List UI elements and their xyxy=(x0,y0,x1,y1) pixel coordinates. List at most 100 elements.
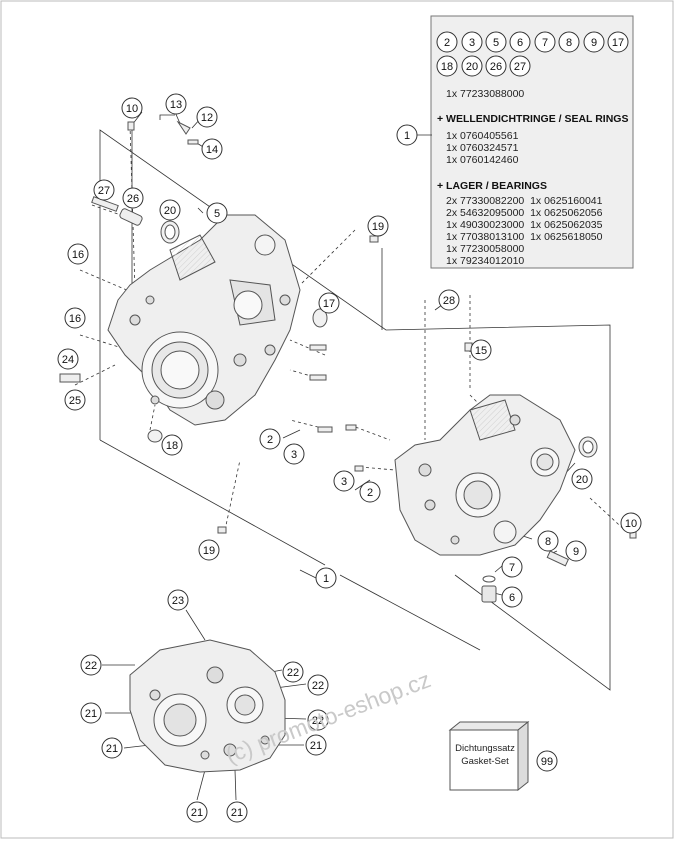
legend-kit-ref: 8 xyxy=(558,31,580,53)
callout-number: 20 xyxy=(576,474,588,486)
callout-circle xyxy=(283,443,305,465)
part-callout: 27 xyxy=(93,179,115,201)
legend-box xyxy=(430,15,634,269)
part-callout: 2 xyxy=(259,428,281,450)
assembled-crankcase xyxy=(129,639,286,773)
callout-circle xyxy=(333,470,355,492)
callout-number: 19 xyxy=(203,545,215,557)
callout-number: 5 xyxy=(493,37,499,49)
callout-number: 9 xyxy=(573,546,579,558)
callout-circle xyxy=(196,106,218,128)
callout-circle xyxy=(122,187,144,209)
gasket-kit-ref: 99 xyxy=(536,750,558,772)
callout-circle xyxy=(307,709,329,731)
legend-bearing-line: 1x 77038013100 1x 0625618050 xyxy=(446,231,603,243)
legend-seal-heading: + WELLENDICHTRINGE / SEAL RINGS xyxy=(437,113,629,125)
callout-number: 12 xyxy=(201,112,213,124)
part-callout: 21 xyxy=(226,801,248,823)
part-callout: 5 xyxy=(206,202,228,224)
callout-number: 20 xyxy=(164,205,176,217)
callout-number: 10 xyxy=(126,103,138,115)
legend-kit-ref: 9 xyxy=(583,31,605,53)
callout-circle xyxy=(501,586,523,608)
part-callout: 1 xyxy=(315,567,337,589)
callout-circle xyxy=(67,243,89,265)
part-callout: 24 xyxy=(57,348,79,370)
callout-circle xyxy=(80,654,102,676)
legend-seal-item: 1x 0760324571 xyxy=(446,142,519,154)
callout-number: 3 xyxy=(291,449,297,461)
legend-bearing-line: 1x 49030023000 1x 0625062035 xyxy=(446,219,603,231)
part-callout: 23 xyxy=(167,589,189,611)
callout-number: 23 xyxy=(172,595,184,607)
callout-number: 9 xyxy=(591,37,597,49)
part-callout: 3 xyxy=(283,443,305,465)
callout-number: 99 xyxy=(541,756,553,768)
callout-circle xyxy=(315,567,337,589)
part-callout: 28 xyxy=(438,289,460,311)
callout-number: 26 xyxy=(127,193,139,205)
callout-circle xyxy=(583,31,605,53)
part-callout: 20 xyxy=(571,468,593,490)
part-callout: 19 xyxy=(198,539,220,561)
callout-number: 27 xyxy=(514,61,526,73)
callout-circle xyxy=(318,292,340,314)
part-callout: 21 xyxy=(186,801,208,823)
callout-circle xyxy=(436,55,458,77)
part-callout: 10 xyxy=(620,512,642,534)
part-callout: 18 xyxy=(161,434,183,456)
callout-number: 2 xyxy=(444,37,450,49)
part-callout: 26 xyxy=(122,187,144,209)
legend-kit-ref: 7 xyxy=(534,31,556,53)
part-callout: 6 xyxy=(501,586,523,608)
callout-number: 5 xyxy=(214,208,220,220)
callout-circle xyxy=(64,389,86,411)
part-callout: 7 xyxy=(501,556,523,578)
callout-circle xyxy=(396,124,418,146)
part-callout: 14 xyxy=(201,138,223,160)
callout-circle xyxy=(121,97,143,119)
part-callout: 15 xyxy=(470,339,492,361)
legend-seal-item: 1x 0760405561 xyxy=(446,130,519,142)
callout-circle xyxy=(436,31,458,53)
part-callout: 21 xyxy=(80,702,102,724)
legend-part-line: 1x 77233088000 xyxy=(446,88,525,100)
callout-number: 22 xyxy=(312,680,324,692)
callout-number: 21 xyxy=(231,807,243,819)
callout-circle xyxy=(161,434,183,456)
callout-number: 1 xyxy=(323,573,329,585)
callout-number: 16 xyxy=(69,313,81,325)
callout-number: 13 xyxy=(170,99,182,111)
callout-circle xyxy=(607,31,629,53)
part-callout: 21 xyxy=(101,737,123,759)
callout-number: 27 xyxy=(98,185,110,197)
callout-circle xyxy=(167,589,189,611)
legend-kit-ref: 27 xyxy=(509,55,531,77)
part-callout: 12 xyxy=(196,106,218,128)
callout-number: 3 xyxy=(341,476,347,488)
legend-kit-ref: 3 xyxy=(461,31,483,53)
left-crankcase-half xyxy=(107,214,301,426)
callout-number: 17 xyxy=(612,37,624,49)
callout-circle xyxy=(259,428,281,450)
legend-kit-ref: 5 xyxy=(485,31,507,53)
callout-number: 16 xyxy=(72,249,84,261)
callout-number: 18 xyxy=(166,440,178,452)
legend-kit-ref: 18 xyxy=(436,55,458,77)
legend-bearing-line: 1x 77230058000 xyxy=(446,243,525,255)
callout-number: 2 xyxy=(367,487,373,499)
legend-kit-ref: 17 xyxy=(607,31,629,53)
callout-number: 19 xyxy=(372,221,384,233)
part-callout: 8 xyxy=(537,530,559,552)
callout-number: 21 xyxy=(106,743,118,755)
callout-circle xyxy=(307,674,329,696)
part-callout: 22 xyxy=(307,709,329,731)
callout-number: 7 xyxy=(542,37,548,49)
callout-number: 14 xyxy=(206,144,218,156)
legend-bearing-line: 2x 54632095000 1x 0625062056 xyxy=(446,207,603,219)
part-callout: 13 xyxy=(165,93,187,115)
callout-circle xyxy=(565,540,587,562)
callout-circle xyxy=(501,556,523,578)
part-callout: 20 xyxy=(159,199,181,221)
